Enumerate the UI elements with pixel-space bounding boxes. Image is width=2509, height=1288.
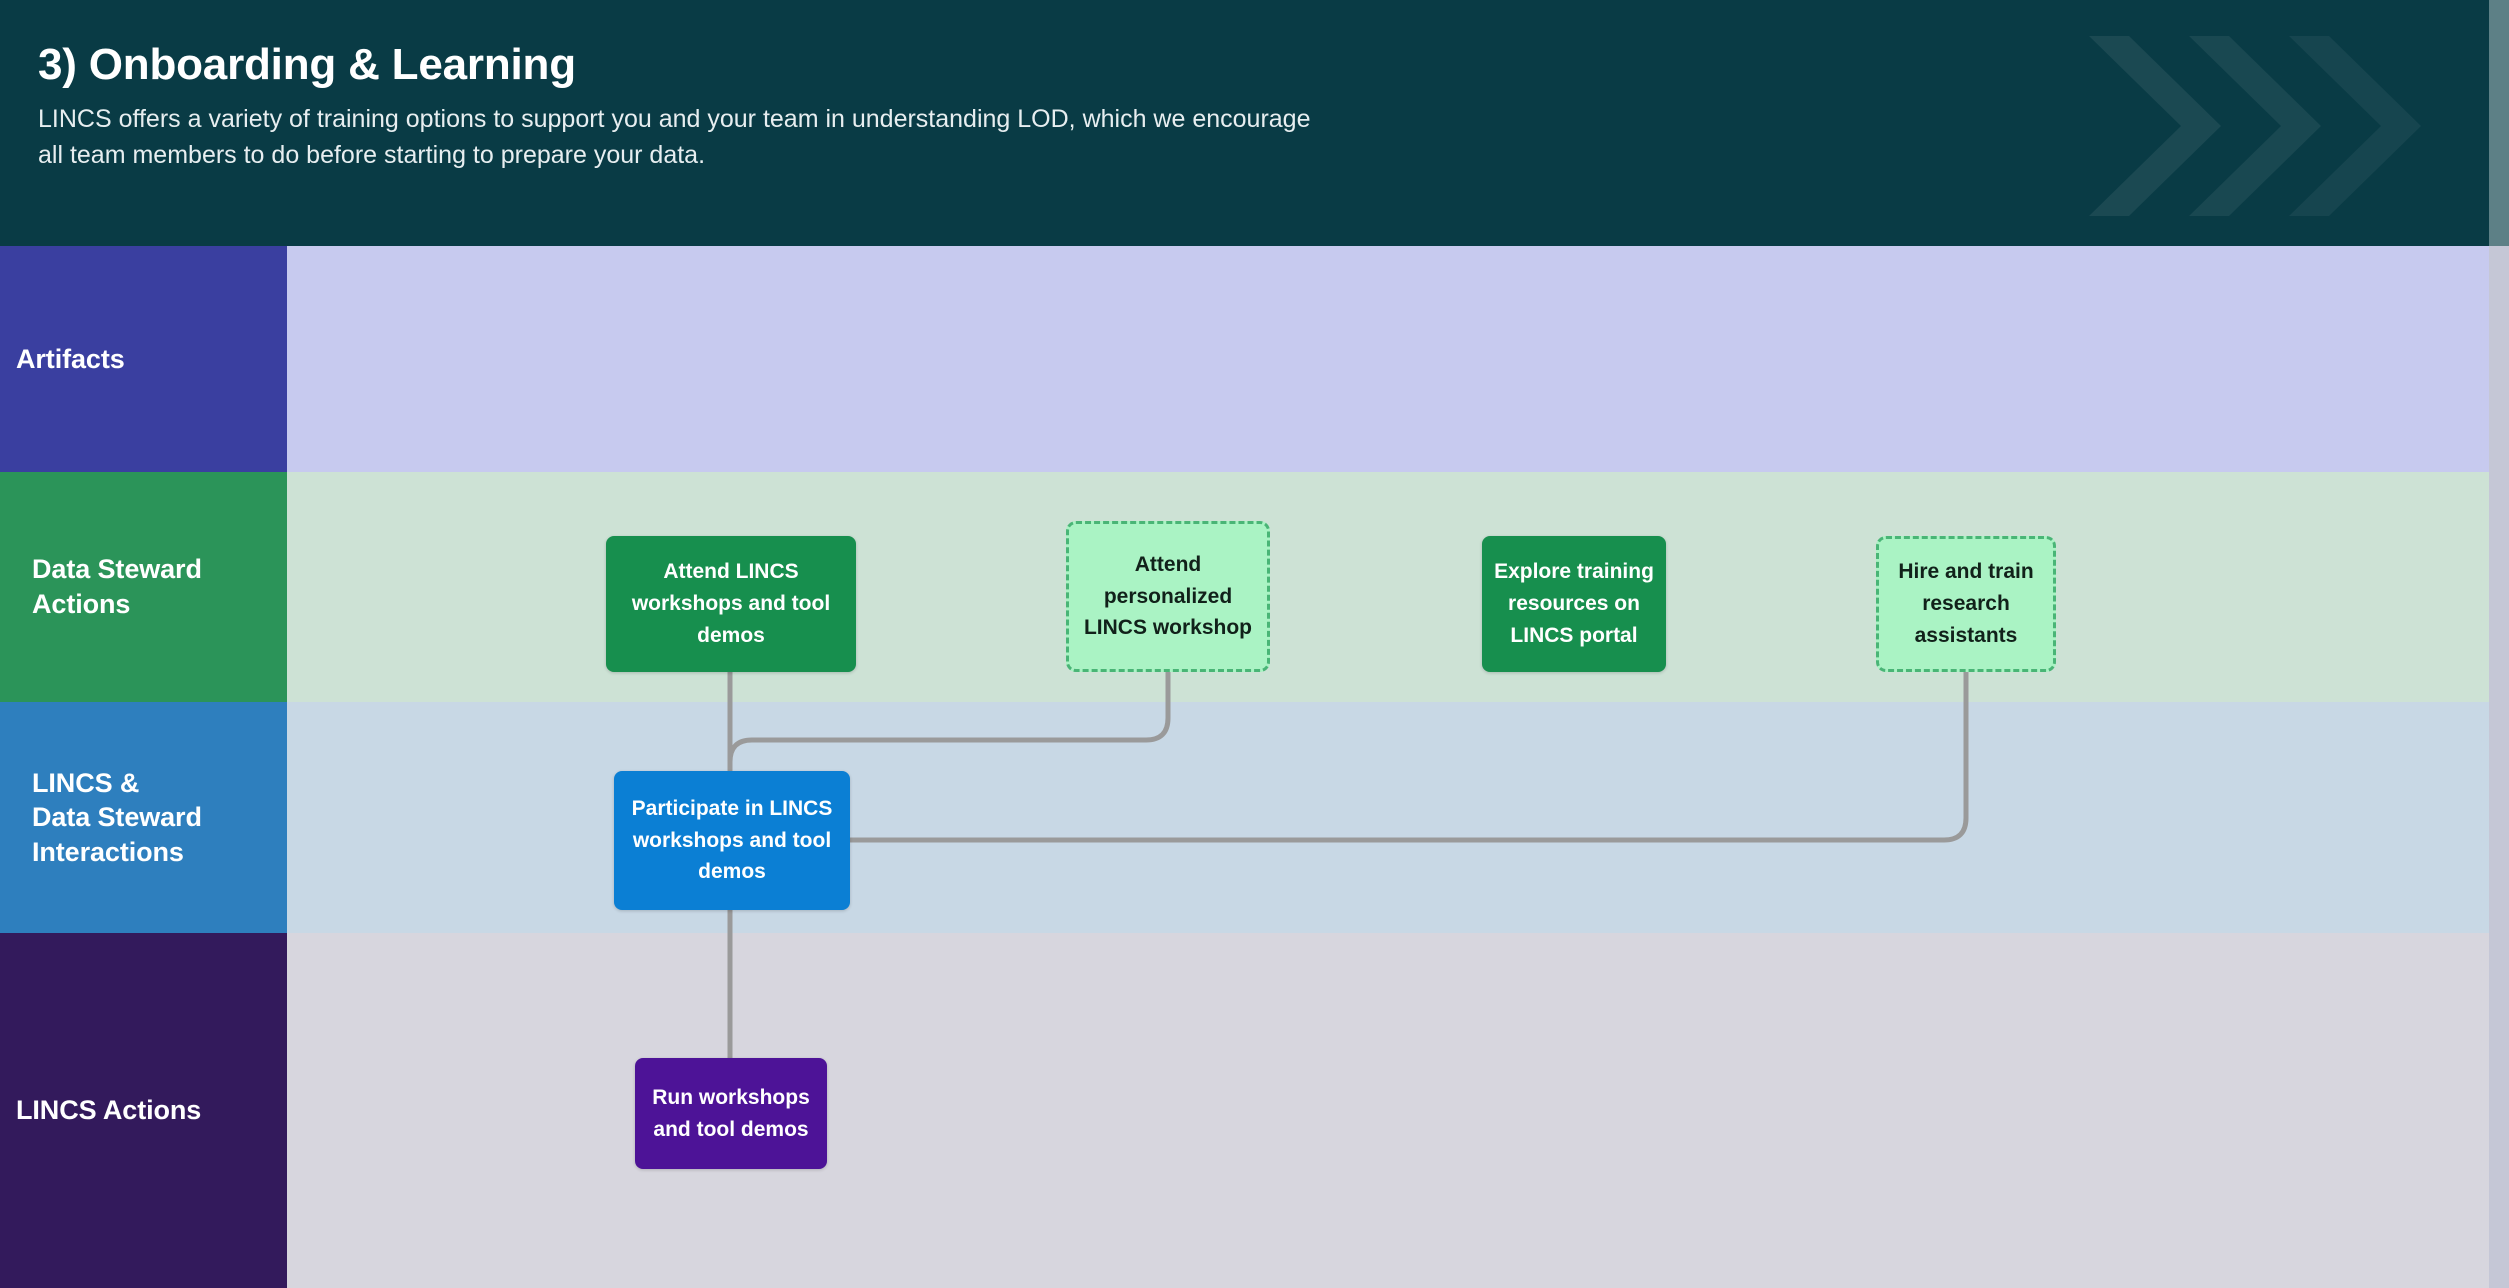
swimlane-label-artifacts-text: Artifacts (16, 343, 125, 374)
chevron-decoration-group (2069, 0, 2489, 246)
page-title: 3) Onboarding & Learning (38, 40, 576, 89)
section-header: 3) Onboarding & Learning LINCS offers a … (0, 0, 2489, 246)
right-edge-strip-header-segment (2489, 0, 2509, 246)
node-hire-and-train-research-assistants[interactable]: Hire and train research assistants (1876, 536, 2056, 672)
right-edge-strip (2489, 0, 2509, 1288)
node-explore-training-resources[interactable]: Explore training resources on LINCS port… (1482, 536, 1666, 672)
node-attend-lincs-workshops-label: Attend LINCS workshops and tool demos (631, 560, 831, 647)
node-participate-in-lincs-workshops-label: Participate in LINCS workshops and tool … (631, 796, 833, 884)
node-explore-training-resources-label: Explore training resources on LINCS port… (1494, 560, 1654, 647)
node-run-workshops-and-tool-demos-label: Run workshops and tool demos (652, 1085, 810, 1141)
node-attend-personalized-workshop-label: Attend personalized LINCS workshop (1083, 552, 1252, 640)
node-attend-personalized-workshop[interactable]: Attend personalized LINCS workshop (1066, 521, 1270, 672)
swimlane-body-artifacts (287, 246, 2489, 472)
node-participate-in-lincs-workshops[interactable]: Participate in LINCS workshops and tool … (614, 771, 850, 910)
page-subtitle: LINCS offers a variety of training optio… (38, 105, 1311, 169)
node-attend-lincs-workshops[interactable]: Attend LINCS workshops and tool demos (606, 536, 856, 672)
swimlane-body-lincs-actions (287, 933, 2489, 1288)
swimlane-label-artifacts: Artifacts (0, 246, 287, 472)
swimlane-label-lincs-actions: LINCS Actions (0, 933, 287, 1288)
node-hire-and-train-research-assistants-label: Hire and train research assistants (1898, 560, 2034, 647)
swimlane-label-lincs-actions-text: LINCS Actions (16, 1095, 202, 1126)
double-chevron-right-icon (2089, 36, 2421, 216)
node-run-workshops-and-tool-demos[interactable]: Run workshops and tool demos (635, 1058, 827, 1169)
